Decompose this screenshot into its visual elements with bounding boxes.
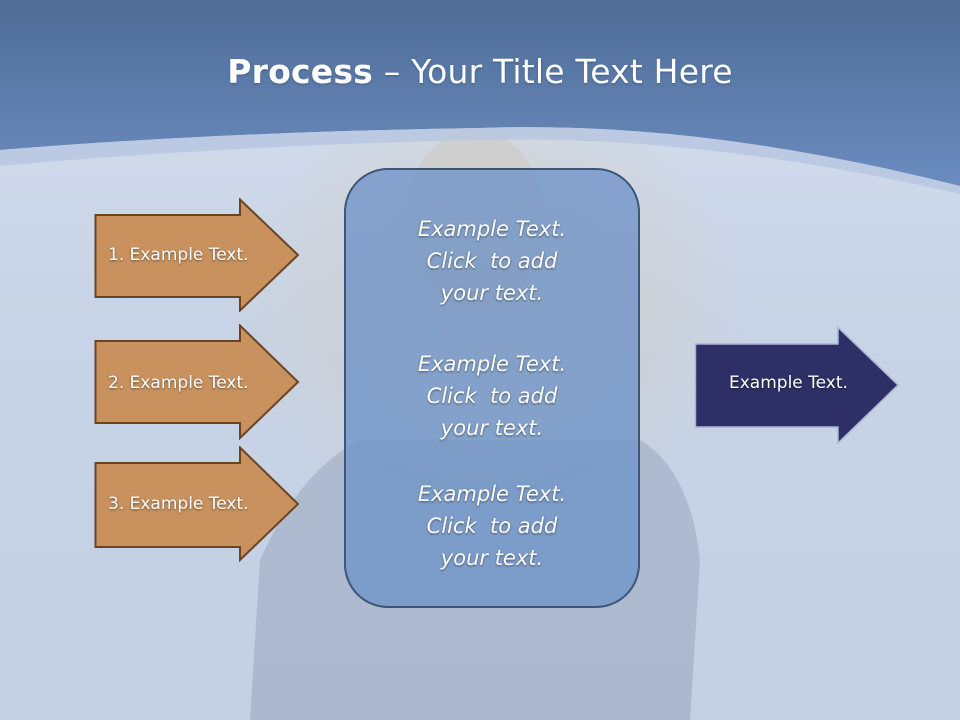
- process-text-1-line-1: Example Text.: [417, 217, 567, 241]
- title-bold: Process: [227, 52, 374, 91]
- process-text-3-line-2: Click to add: [426, 514, 558, 538]
- process-text-2-line-3: your text.: [440, 416, 544, 440]
- process-text-2-line-2: Click to add: [426, 384, 558, 408]
- slide-title[interactable]: Process – Your Title Text Here: [0, 52, 960, 91]
- output-arrow-label: Example Text.: [729, 373, 848, 393]
- process-box[interactable]: [344, 168, 640, 608]
- process-text-3-line-1: Example Text.: [417, 482, 567, 506]
- header-band: [0, 0, 960, 186]
- output-arrow[interactable]: [694, 326, 900, 446]
- process-text-2-line-1: Example Text.: [417, 352, 567, 376]
- input-arrow-2-label: 2. Example Text.: [108, 373, 249, 393]
- process-text-1-line-2: Click to add: [426, 249, 558, 273]
- process-text-1-line-3: your text.: [440, 281, 544, 305]
- process-text-block-2[interactable]: Example Text. Click to add your text.: [344, 348, 640, 444]
- process-text-block-1[interactable]: Example Text. Click to add your text.: [344, 213, 640, 309]
- input-arrow-3-label: 3. Example Text.: [108, 494, 249, 514]
- input-arrow-1[interactable]: [94, 198, 300, 312]
- input-arrow-2[interactable]: [94, 324, 300, 440]
- title-rest: – Your Title Text Here: [373, 52, 733, 91]
- input-arrow-3[interactable]: [94, 446, 300, 562]
- process-text-3-line-3: your text.: [440, 546, 544, 570]
- input-arrow-1-label: 1. Example Text.: [108, 245, 249, 265]
- header-swoosh: [0, 127, 960, 194]
- process-text-block-3[interactable]: Example Text. Click to add your text.: [344, 478, 640, 574]
